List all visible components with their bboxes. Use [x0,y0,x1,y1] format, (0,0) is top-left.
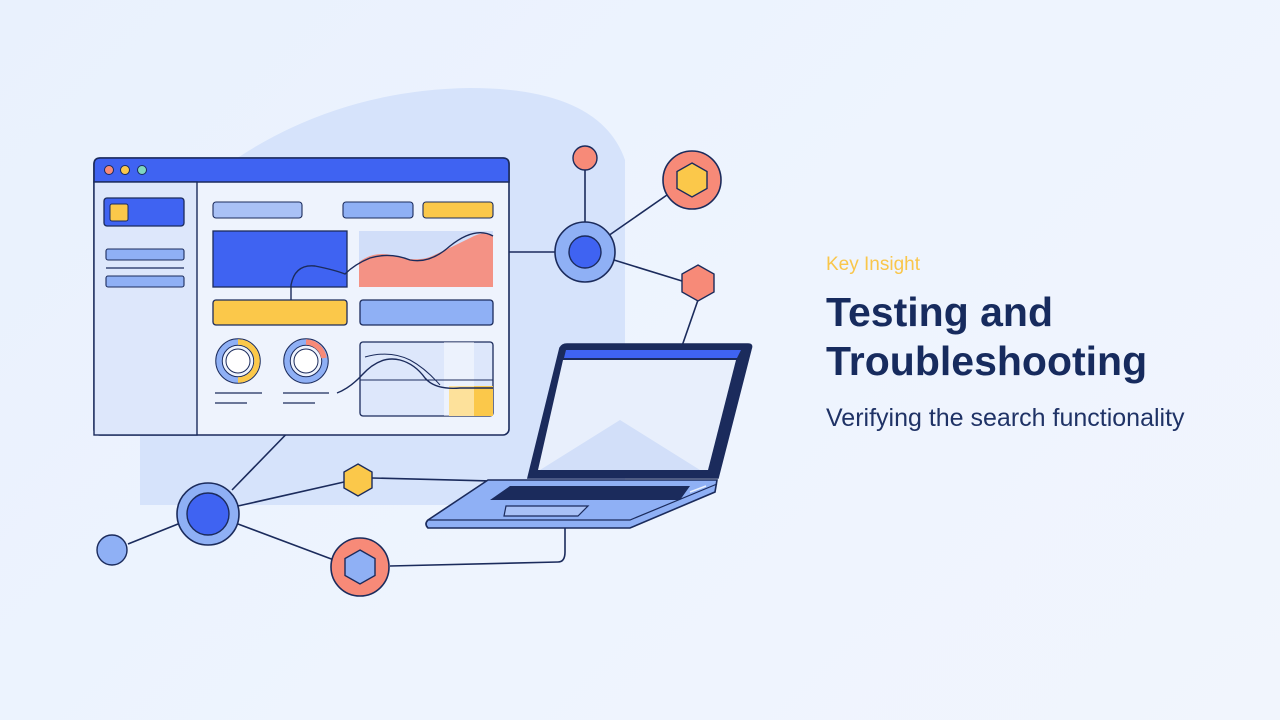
page-title: Testing and Troubleshooting [826,289,1148,384]
laptop-icon [425,343,753,529]
donut-chart-icon [283,338,329,384]
page-subtitle: Verifying the search functionality [826,404,1185,432]
network-node-icon [554,221,616,283]
network-node-icon [96,534,128,566]
hexagon-node-icon [681,264,715,302]
text-block: Key Insight Testing and Troubleshooting … [826,252,1246,436]
donut-chart-icon [215,338,261,384]
dashboard-window-icon [93,157,510,436]
eyebrow-label: Key Insight [826,254,920,275]
hexagon-node-icon [330,537,390,597]
hexagon-node-icon [662,150,722,210]
network-node-icon [176,482,240,546]
network-node-icon [572,145,598,171]
illustration [93,88,753,597]
hexagon-node-icon [343,463,373,497]
